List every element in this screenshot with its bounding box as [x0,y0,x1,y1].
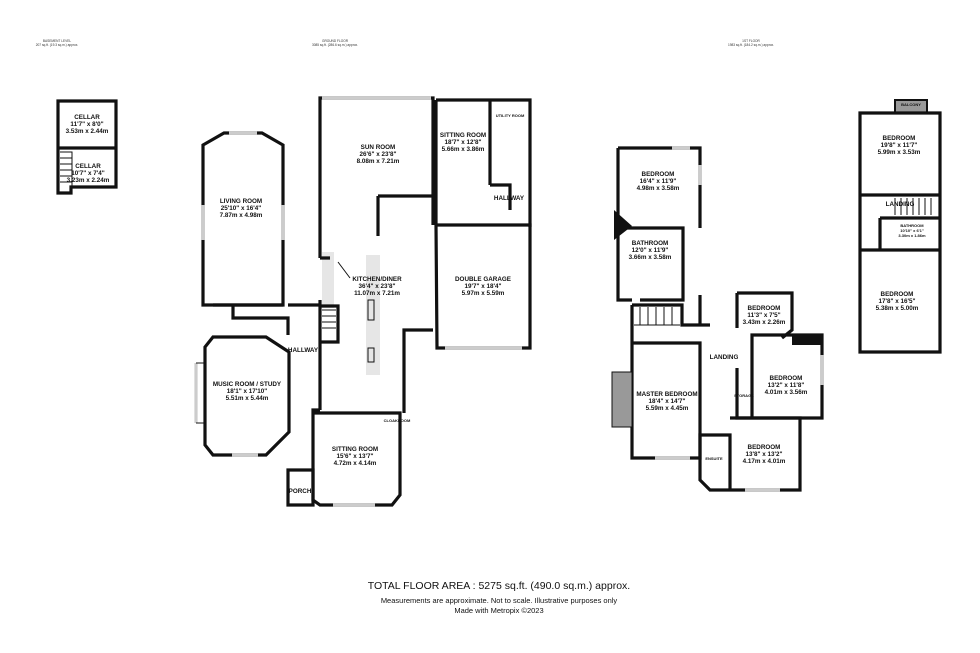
room-dim-metric: 5.99m x 3.53m [878,149,921,156]
room-dim-imperial: 13'2" x 11'8" [768,382,805,389]
room-dim-imperial: 11'3" x 7'5" [747,312,780,319]
level-name: GROUND FLOOR [322,39,349,43]
room-label: KITCHEN/DINER [352,276,402,283]
room-label: CELLAR [74,114,100,121]
level-area: 1983 sq.ft. (184.2 sq.m.) approx. [728,43,774,47]
room-dim-imperial: 15'6" x 13'7" [337,453,374,460]
room-dim-imperial: 12'0" x 11'9" [632,247,669,254]
level-area: 3085 sq.ft. (286.6 sq.m.) approx. [312,43,358,47]
room-label: DOUBLE GARAGE [455,276,511,283]
room-dim-imperial: 13'8" x 13'2" [746,451,783,458]
room-label: BATHROOM [900,223,924,228]
first-floor-wing-plan: BALCONY BEDROOM 19'8" x 11'7" 5.99m x 3.… [858,99,942,354]
room-dim-metric: 3.43m x 2.26m [743,319,786,326]
room-dim-metric: 4.17m x 4.01m [743,458,786,465]
room-label: LIVING ROOM [220,198,262,205]
room-label: HALLWAY [288,347,319,354]
room-label: BEDROOM [770,375,803,382]
room-dim-metric: 5.97m x 5.59m [462,290,505,297]
room-dim-metric: 4.01m x 3.56m [765,389,808,396]
footer: TOTAL FLOOR AREA : 5275 sq.ft. (490.0 sq… [368,580,630,615]
room-dim-imperial: 19'8" x 11'7" [881,142,918,149]
room-dim-imperial: 18'1" x 17'10" [227,388,267,395]
room-label: BEDROOM [883,135,916,142]
room-dim-imperial: 16'4" x 11'9" [640,178,677,185]
disclaimer: Measurements are approximate. Not to sca… [381,596,618,605]
room-dim-metric: 5.51m x 5.44m [226,395,269,402]
room-dim-metric: 4.72m x 4.14m [334,460,377,467]
room-dim-metric: 3.23m x 2.24m [67,177,110,184]
room-dim-imperial: 10'7" x 7'4" [71,170,104,177]
room-dim-imperial: 17'8" x 16'5" [879,298,916,305]
room-dim-metric: 11.07m x 7.21m [354,290,400,297]
room-label: MASTER BEDROOM [636,391,697,398]
level-heading-ground: GROUND FLOOR 3085 sq.ft. (286.6 sq.m.) a… [312,39,358,47]
room-label: BEDROOM [748,305,781,312]
room-dim-metric: 8.08m x 7.21m [357,158,400,165]
room-dim-metric: 3.53m x 2.44m [66,128,109,135]
ground-floor-plan: LIVING ROOM 25'10" x 16'4" 7.87m x 4.98m… [194,96,532,507]
room-label: BATHROOM [632,240,669,247]
room-label: SUN ROOM [361,144,396,151]
room-label: CELLAR [75,163,101,170]
level-area: 207 sq.ft. (19.3 sq.m.) approx. [36,43,79,47]
level-heading-basement: BASEMENT LEVEL 207 sq.ft. (19.3 sq.m.) a… [36,39,79,47]
first-floor-plan: BEDROOM 16'4" x 11'9" 4.98m x 3.58m BATH… [611,146,824,492]
level-heading-first: 1ST FLOOR 1983 sq.ft. (184.2 sq.m.) appr… [728,39,774,47]
room-dim-imperial: 36'4" x 23'8" [359,283,396,290]
room-label: SITTING ROOM [332,446,378,453]
room-dim-imperial: 18'4" x 14'7" [649,398,686,405]
room-dim-metric: 7.87m x 4.98m [220,212,263,219]
room-label: BEDROOM [748,444,781,451]
room-label: LANDING [886,201,915,208]
room-label: BALCONY [901,102,921,107]
level-name: 1ST FLOOR [742,39,760,43]
room-dim-imperial: 26'6" x 23'8" [360,151,397,158]
room-dim-imperial: 18'7" x 12'8" [445,139,482,146]
level-name: BASEMENT LEVEL [43,39,72,43]
room-label: MUSIC ROOM / STUDY [213,381,282,388]
room-dim-metric: 5.66m x 3.86m [442,146,485,153]
room-label: ENSUITE [705,456,723,461]
basement-plan: CELLAR 11'7" x 8'0" 3.53m x 2.44m CELLAR… [56,99,118,195]
room-label: BEDROOM [642,171,675,178]
room-dim-metric: 3.30m x 1.86m [898,233,926,238]
room-dim-imperial: 25'10" x 16'4" [221,205,261,212]
room-label: BEDROOM [881,291,914,298]
room-dim-metric: 5.38m x 5.00m [876,305,919,312]
room-label: STORAGE [734,393,754,398]
room-dim-metric: 4.98m x 3.58m [637,185,680,192]
credit: Made with Metropix ©2023 [454,606,543,615]
room-dim-imperial: 19'7" x 18'4" [465,283,502,290]
room-label: CLOAKROOM [384,418,411,423]
room-label: LANDING [710,354,739,361]
room-dim-metric: 5.59m x 4.45m [646,405,689,412]
total-floor-area: TOTAL FLOOR AREA : 5275 sq.ft. (490.0 sq… [368,580,630,592]
room-label: UTILITY ROOM [496,113,525,118]
room-dim-metric: 3.66m x 3.58m [629,254,672,261]
room-dim-imperial: 11'7" x 8'0" [70,121,103,128]
room-label: HALLWAY [494,195,525,202]
room-dim-imperial: 10'10" x 6'1" [900,228,924,233]
room-label: PORCH [289,488,312,495]
room-label: SITTING ROOM [440,132,486,139]
